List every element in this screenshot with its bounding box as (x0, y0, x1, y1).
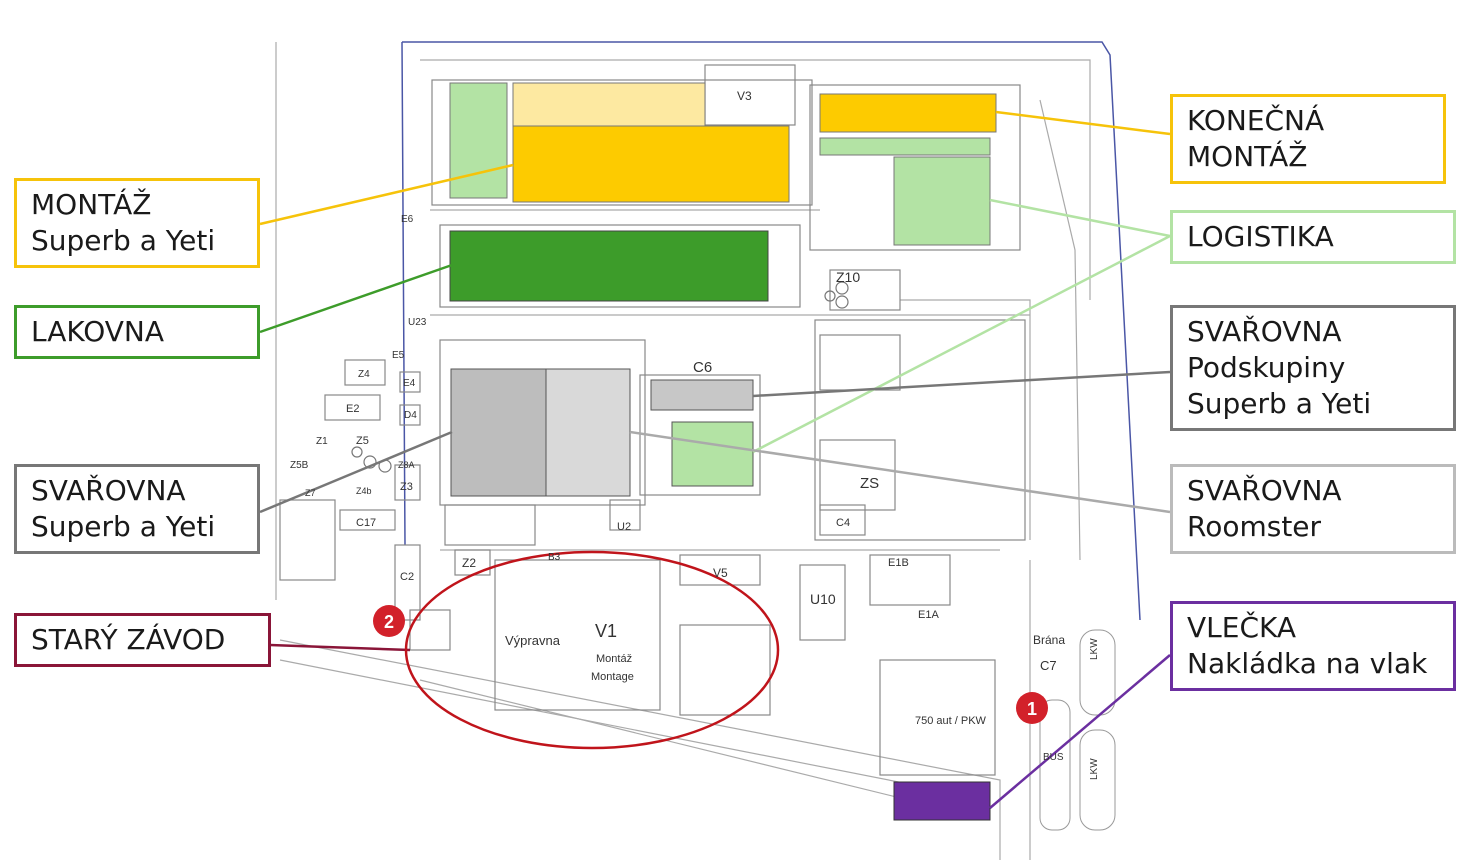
svg-text:D4: D4 (404, 410, 417, 421)
label-konecna-line1: KONEČNÁ (1187, 104, 1325, 137)
svg-text:Z7: Z7 (305, 488, 316, 498)
building-svarovna-podskupiny (650, 379, 754, 411)
svg-text:V3: V3 (737, 89, 752, 103)
label-stary-zavod-line1: STARÝ ZÁVOD (31, 623, 226, 656)
building-montaz (512, 125, 790, 203)
label-stary-zavod: STARÝ ZÁVOD (14, 613, 271, 667)
svg-text:C17: C17 (356, 517, 376, 529)
label-svarovna-podskupiny: SVAŘOVNA Podskupiny Superb a Yeti (1170, 305, 1456, 431)
label-vlecka: VLEČKA Nakládka na vlak (1170, 601, 1456, 691)
svg-text:E2: E2 (346, 403, 359, 415)
label-montaz-line2: Superb a Yeti (31, 224, 216, 257)
building-vlecka (893, 781, 991, 821)
svg-text:E4: E4 (403, 378, 416, 389)
roads (279, 59, 1091, 860)
label-svarovna-pod-line3: Superb a Yeti (1187, 387, 1372, 420)
building-logistika-strip (819, 137, 991, 156)
label-konecna-line2: MONTÁŽ (1187, 140, 1308, 173)
svg-text:E6: E6 (401, 214, 414, 225)
svg-text:Z3: Z3 (400, 481, 413, 493)
svg-text:2: 2 (384, 612, 394, 632)
svg-text:Z10: Z10 (836, 269, 860, 285)
label-svarovna-superb-yeti: SVAŘOVNA Superb a Yeti (14, 464, 260, 554)
svg-text:V1: V1 (595, 621, 617, 641)
building-logistika-mid (671, 421, 754, 487)
label-svarovna-sy-line1: SVAŘOVNA (31, 474, 186, 507)
svg-text:Z5B: Z5B (290, 460, 309, 471)
label-lakovna-line1: LAKOVNA (31, 315, 165, 348)
svg-text:U23: U23 (408, 317, 427, 328)
building-logistika-left (449, 82, 508, 199)
label-svarovna-roomster: SVAŘOVNA Roomster (1170, 464, 1456, 554)
label-montaz: MONTÁŽ Superb a Yeti (14, 178, 260, 268)
label-konecna-montaz: KONEČNÁ MONTÁŽ (1170, 94, 1446, 184)
label-logistika-line1: LOGISTIKA (1187, 220, 1334, 253)
svg-text:ZS: ZS (860, 475, 879, 492)
building-svarovna-roomster (545, 368, 631, 497)
svg-text:E1B: E1B (888, 557, 909, 569)
svg-text:750 aut / PKW: 750 aut / PKW (915, 715, 987, 727)
label-svarovna-pod-line1: SVAŘOVNA (1187, 315, 1342, 348)
connector-lines (259, 110, 1171, 809)
svg-text:Z1: Z1 (316, 436, 328, 447)
svg-text:Brána: Brána (1033, 633, 1065, 647)
svg-text:C2: C2 (400, 571, 414, 583)
svg-text:E5: E5 (392, 350, 405, 361)
svg-text:Výpravna: Výpravna (505, 633, 561, 648)
building-svarovna-superb-yeti (450, 368, 547, 497)
svg-text:LKW: LKW (1089, 638, 1100, 660)
site-boundary (401, 41, 1141, 621)
svg-text:E1A: E1A (918, 609, 939, 621)
label-logistika: LOGISTIKA (1170, 210, 1456, 264)
label-lakovna: LAKOVNA (14, 305, 260, 359)
svg-text:Z4b: Z4b (356, 486, 372, 496)
building-lakovna (449, 230, 769, 302)
svg-text:LKW: LKW (1089, 758, 1100, 780)
svg-text:1: 1 (1027, 699, 1037, 719)
svg-text:Z2: Z2 (462, 556, 476, 570)
svg-text:Montáž: Montáž (596, 653, 632, 665)
svg-text:B3: B3 (548, 552, 561, 563)
building-montaz-light (512, 82, 706, 127)
stary-zavod-ellipse (404, 550, 780, 750)
label-svarovna-sy-line2: Superb a Yeti (31, 510, 216, 543)
svg-text:C4: C4 (836, 517, 850, 529)
label-montaz-line1: MONTÁŽ (31, 188, 152, 221)
svg-text:BUS: BUS (1043, 752, 1064, 763)
marker-1: 1 (1016, 692, 1048, 724)
svg-text:Z8A: Z8A (398, 460, 415, 470)
svg-text:C6: C6 (693, 359, 712, 376)
svg-text:U2: U2 (617, 521, 631, 533)
label-svarovna-room-line1: SVAŘOVNA (1187, 474, 1342, 507)
label-svarovna-room-line2: Roomster (1187, 510, 1322, 543)
map-labels: V3 V1 V5 C6 C4 C7 C2 C17 Z10 Z2 Z3 Z4 Z5… (290, 89, 1100, 780)
building-logistika-right (893, 156, 991, 246)
svg-text:V5: V5 (713, 566, 728, 580)
svg-text:C7: C7 (1040, 658, 1057, 673)
svg-text:Z5: Z5 (356, 435, 369, 447)
svg-text:Z4: Z4 (358, 369, 370, 380)
label-vlecka-line1: VLEČKA (1187, 611, 1297, 644)
building-konecna-montaz (819, 93, 997, 133)
svg-text:U10: U10 (810, 591, 836, 607)
svg-text:Montage: Montage (591, 671, 634, 683)
building-outlines (279, 64, 1026, 776)
marker-2: 2 (373, 605, 405, 637)
label-vlecka-line2: Nakládka na vlak (1187, 647, 1428, 680)
label-svarovna-pod-line2: Podskupiny (1187, 351, 1346, 384)
